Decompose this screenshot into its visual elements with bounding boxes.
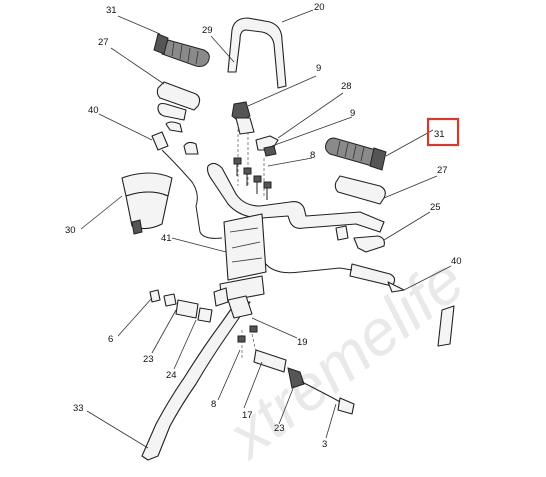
callout-3[interactable]: 3 [322, 439, 327, 450]
callout-23-right[interactable]: 23 [274, 423, 285, 434]
callout-8-top[interactable]: 8 [310, 150, 315, 161]
callout-23-left[interactable]: 23 [143, 354, 154, 365]
callout-20[interactable]: 20 [314, 2, 325, 13]
callout-17[interactable]: 17 [242, 410, 253, 421]
callout-33[interactable]: 33 [73, 403, 84, 414]
callout-31-top[interactable]: 31 [106, 5, 117, 16]
callout-labels: 31 20 27 29 9 28 40 9 8 31 27 30 25 41 4… [65, 2, 462, 450]
right-foam-grip-part [334, 175, 386, 205]
callout-30[interactable]: 30 [65, 225, 76, 236]
selected-part-highlight [426, 117, 460, 147]
left-bar-sleeve-part [157, 102, 199, 155]
callout-8-bottom[interactable]: 8 [211, 399, 216, 410]
left-grip-part [153, 33, 210, 67]
lower-fittings-part [149, 289, 213, 323]
callout-9-mid[interactable]: 9 [350, 108, 355, 119]
callout-6[interactable]: 6 [108, 334, 113, 345]
switch-housing-part [231, 101, 279, 157]
left-foam-grip-part [156, 81, 201, 111]
hand-guard-part [121, 172, 173, 235]
leader-lines [80, 9, 452, 449]
callout-24[interactable]: 24 [166, 370, 177, 381]
handlebar-part [227, 17, 287, 89]
right-sleeve-part [335, 225, 385, 253]
tag-part [437, 305, 455, 347]
callout-19[interactable]: 19 [297, 337, 308, 348]
callout-27-right[interactable]: 27 [437, 165, 448, 176]
steering-stem-part [213, 213, 267, 307]
callout-41[interactable]: 41 [161, 233, 172, 244]
callout-40-left[interactable]: 40 [88, 105, 99, 116]
bolt-set-part [233, 124, 272, 200]
main-crossbar-part [206, 162, 385, 233]
callout-28[interactable]: 28 [341, 81, 352, 92]
callout-27-left[interactable]: 27 [98, 37, 109, 48]
steering-column-part [141, 295, 253, 461]
callout-9-top[interactable]: 9 [316, 63, 321, 74]
callout-40-right[interactable]: 40 [451, 256, 462, 267]
right-grip-part [325, 137, 387, 171]
callout-25[interactable]: 25 [430, 202, 441, 213]
callout-29[interactable]: 29 [202, 25, 213, 36]
left-cable-part [151, 131, 223, 239]
callout-31-highlighted[interactable]: 31 [434, 129, 445, 140]
throttle-cable-part [237, 325, 355, 415]
